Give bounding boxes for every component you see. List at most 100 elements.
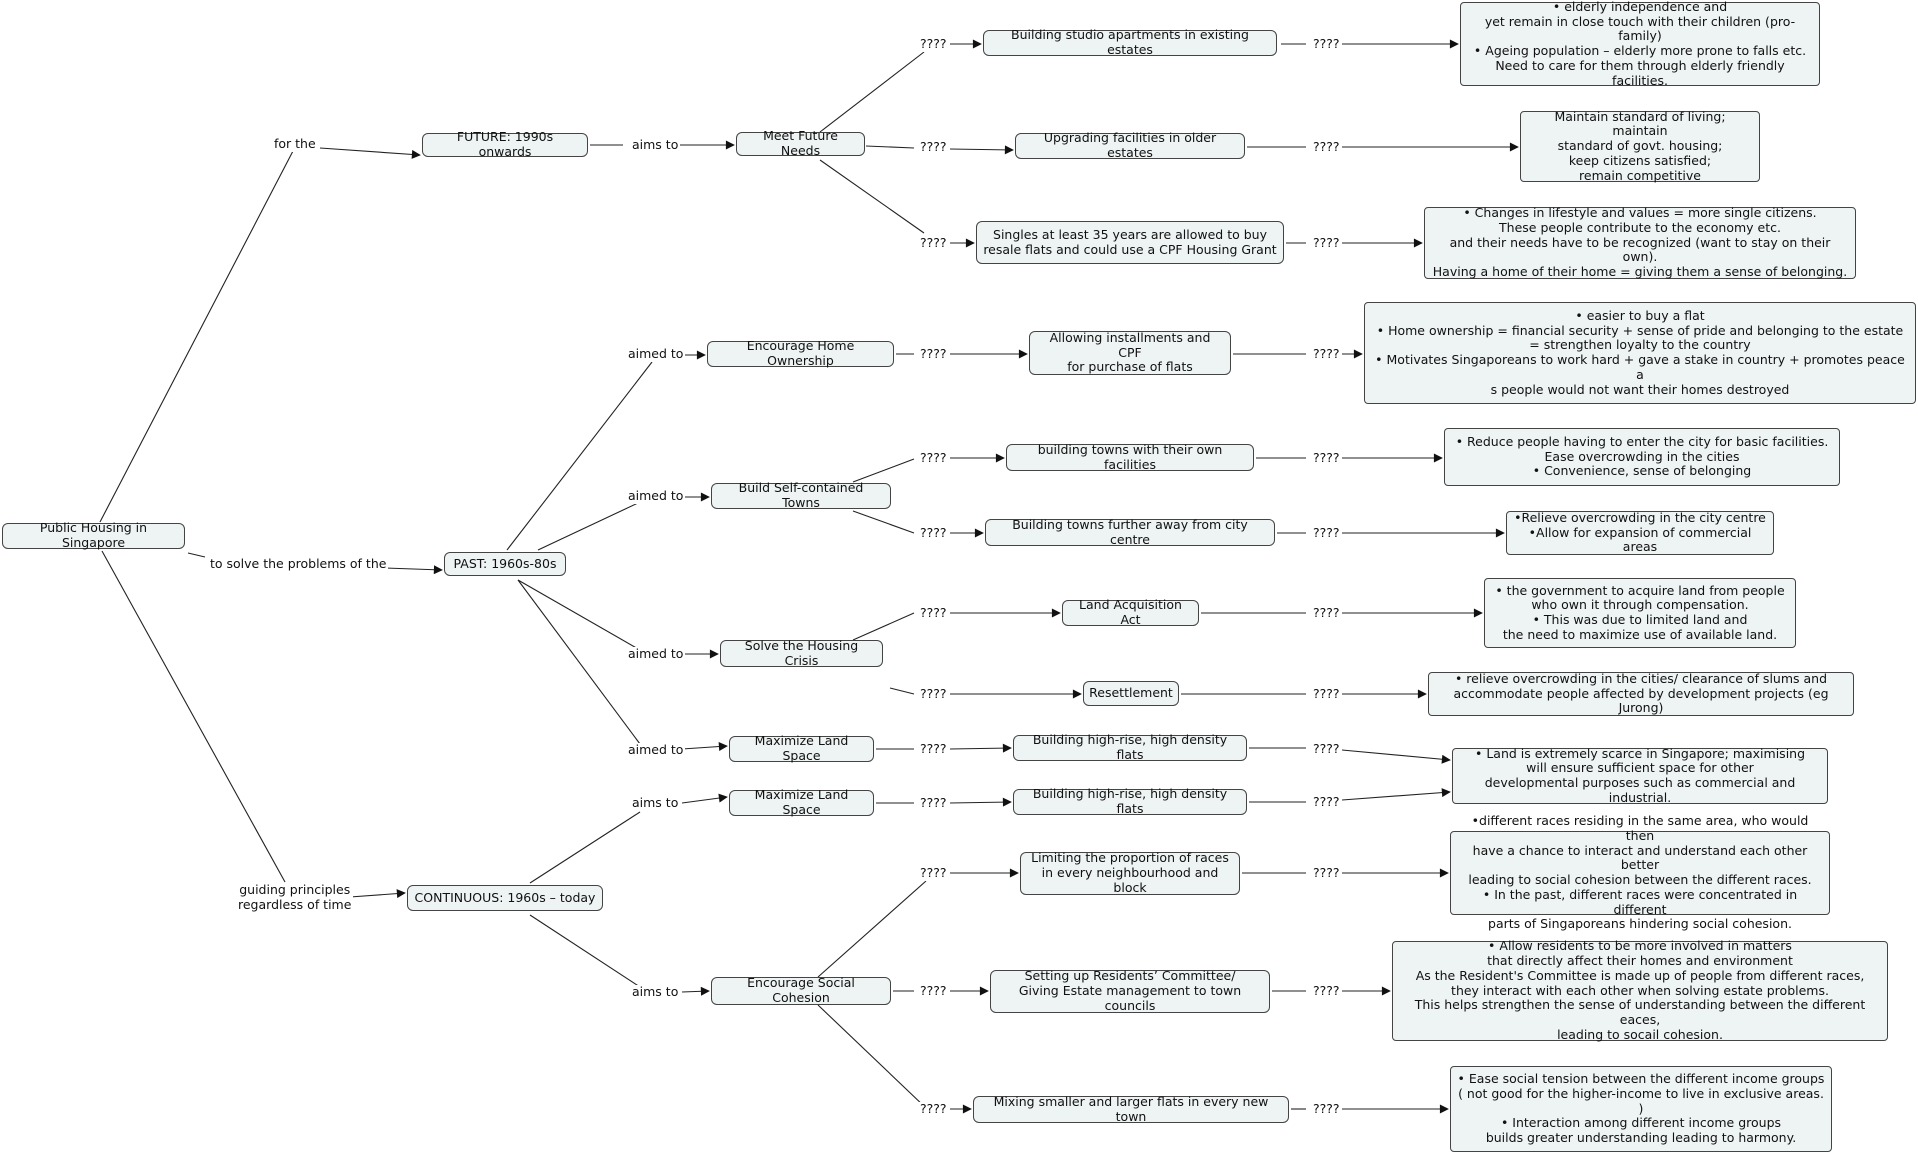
link-label-aimed-to: aimed to bbox=[626, 488, 686, 504]
arrow-connector bbox=[1341, 749, 1451, 764]
node-studio-reason[interactable]: • elderly independence and yet remain in… bbox=[1460, 0, 1820, 87]
link-label-unknown: ???? bbox=[918, 346, 949, 362]
node-residents-committee[interactable]: Setting up Residents’ Committee/ Giving … bbox=[990, 969, 1270, 1013]
node-future[interactable]: FUTURE: 1990s onwards bbox=[422, 129, 588, 159]
link-label-aimed-to: aimed to bbox=[626, 346, 686, 362]
link-label-unknown: ???? bbox=[918, 741, 949, 757]
link-label-unknown: ???? bbox=[1311, 235, 1342, 251]
link-label-unknown: ???? bbox=[1311, 1101, 1342, 1117]
arrow-connector bbox=[349, 889, 406, 899]
line-connector bbox=[537, 502, 639, 551]
node-limiting-races-reason[interactable]: •different races residing in the same ar… bbox=[1450, 813, 1830, 931]
link-label-aims-to: aims to bbox=[630, 795, 681, 811]
line-connector bbox=[517, 579, 641, 745]
node-public-housing[interactable]: Public Housing in Singapore bbox=[2, 520, 185, 550]
link-label-unknown: ???? bbox=[1311, 346, 1342, 362]
arrow-connector bbox=[681, 742, 728, 752]
link-label-unknown: ???? bbox=[918, 1101, 949, 1117]
link-label-unknown: ???? bbox=[918, 450, 949, 466]
node-resettlement[interactable]: Resettlement bbox=[1083, 681, 1179, 706]
arrow-connector bbox=[681, 793, 728, 804]
node-maximize-land-space-continuous[interactable]: Maximize Land Space bbox=[729, 787, 874, 817]
link-label-for-the: for the bbox=[272, 136, 318, 152]
line-connector bbox=[817, 880, 927, 978]
node-continuous[interactable]: CONTINUOUS: 1960s – today bbox=[407, 885, 603, 911]
link-label-to-solve-problems: to solve the problems of the bbox=[208, 556, 389, 572]
link-label-unknown: ???? bbox=[918, 235, 949, 251]
node-encourage-home-ownership[interactable]: Encourage Home Ownership bbox=[707, 338, 894, 368]
node-land-acquisition-reason[interactable]: • the government to acquire land from pe… bbox=[1484, 578, 1796, 648]
link-label-unknown: ???? bbox=[918, 795, 949, 811]
arrow-connector bbox=[949, 797, 1012, 807]
link-label-unknown: ???? bbox=[918, 983, 949, 999]
line-connector bbox=[819, 51, 925, 133]
link-label-unknown: ???? bbox=[918, 36, 949, 52]
arrow-connector bbox=[1341, 788, 1451, 801]
link-label-unknown: ???? bbox=[918, 686, 949, 702]
node-limiting-races[interactable]: Limiting the proportion of races in ever… bbox=[1020, 851, 1240, 895]
link-label-unknown: ???? bbox=[1311, 865, 1342, 881]
link-label-aimed-to: aimed to bbox=[626, 742, 686, 758]
arrow-connector bbox=[384, 565, 443, 575]
node-towns-away-reason[interactable]: •Relieve overcrowding in the city centre… bbox=[1506, 510, 1774, 555]
node-installments-cpf[interactable]: Allowing installments and CPF for purcha… bbox=[1029, 330, 1231, 375]
arrow-connector bbox=[949, 145, 1014, 155]
node-towns-away-city[interactable]: Building towns further away from city ce… bbox=[985, 517, 1275, 546]
node-towns-facilities-reason[interactable]: • Reduce people having to enter the city… bbox=[1444, 428, 1840, 486]
link-label-unknown: ???? bbox=[918, 605, 949, 621]
node-land-acquisition-act[interactable]: Land Acquisition Act bbox=[1062, 597, 1199, 627]
node-mixing-flats[interactable]: Mixing smaller and larger flats in every… bbox=[973, 1094, 1289, 1123]
node-singles-resale[interactable]: Singles at least 35 years are allowed to… bbox=[976, 221, 1284, 264]
line-connector bbox=[817, 1004, 927, 1109]
link-label-unknown: ???? bbox=[1311, 794, 1342, 810]
node-maximize-land-space-past[interactable]: Maximize Land Space bbox=[729, 733, 874, 763]
node-encourage-social-cohesion[interactable]: Encourage Social Cohesion bbox=[711, 975, 891, 1005]
line-connector bbox=[889, 687, 915, 695]
link-label-unknown: ???? bbox=[1311, 983, 1342, 999]
node-past[interactable]: PAST: 1960s-80s bbox=[444, 552, 566, 576]
link-label-unknown: ???? bbox=[918, 865, 949, 881]
link-label-unknown: ???? bbox=[1311, 605, 1342, 621]
node-resettlement-reason[interactable]: • relieve overcrowding in the cities/ cl… bbox=[1428, 671, 1854, 716]
node-high-rise-past[interactable]: Building high-rise, high density flats bbox=[1013, 732, 1247, 762]
link-label-aims-to: aims to bbox=[630, 137, 681, 153]
node-meet-future-needs[interactable]: Meet Future Needs bbox=[736, 128, 865, 158]
line-connector bbox=[852, 458, 915, 483]
node-upgrading-reason[interactable]: Maintain standard of living; maintain st… bbox=[1520, 109, 1760, 183]
line-connector bbox=[99, 150, 294, 523]
node-home-ownership-reason[interactable]: • easier to buy a flat • Home ownership … bbox=[1364, 302, 1916, 404]
node-towns-own-facilities[interactable]: building towns with their own facilities bbox=[1006, 442, 1254, 471]
node-upgrading-facilities[interactable]: Upgrading facilities in older estates bbox=[1015, 130, 1245, 160]
link-label-unknown: ???? bbox=[1311, 525, 1342, 541]
link-label-aimed-to: aimed to bbox=[626, 646, 686, 662]
node-land-scarce-reason[interactable]: • Land is extremely scarce in Singapore;… bbox=[1452, 746, 1828, 805]
line-connector bbox=[101, 550, 286, 883]
line-connector bbox=[819, 159, 925, 234]
node-high-rise-continuous[interactable]: Building high-rise, high density flats bbox=[1013, 786, 1247, 816]
link-label-guiding-principles: guiding principles regardless of time bbox=[236, 882, 354, 913]
node-self-contained-towns[interactable]: Build Self-contained Towns bbox=[711, 480, 891, 510]
link-label-aims-to: aims to bbox=[630, 984, 681, 1000]
node-residents-committee-reason[interactable]: • Allow residents to be more involved in… bbox=[1392, 939, 1888, 1042]
node-solve-housing-crisis[interactable]: Solve the Housing Crisis bbox=[720, 638, 883, 667]
arrow-connector bbox=[949, 743, 1012, 753]
link-label-unknown: ???? bbox=[1311, 450, 1342, 466]
line-connector bbox=[187, 552, 206, 558]
line-connector bbox=[506, 361, 653, 551]
node-singles-reason[interactable]: • Changes in lifestyle and values = more… bbox=[1424, 205, 1856, 279]
arrow-connector bbox=[319, 147, 421, 159]
arrow-connector bbox=[681, 986, 710, 996]
line-connector bbox=[529, 914, 641, 988]
link-label-unknown: ???? bbox=[918, 139, 949, 155]
line-connector bbox=[529, 811, 641, 884]
line-connector bbox=[865, 145, 915, 149]
node-studio-apartments[interactable]: Building studio apartments in existing e… bbox=[983, 27, 1277, 57]
link-label-unknown: ???? bbox=[1311, 139, 1342, 155]
line-connector bbox=[517, 579, 641, 651]
link-label-unknown: ???? bbox=[1311, 36, 1342, 52]
line-connector bbox=[852, 510, 915, 534]
link-label-unknown: ???? bbox=[918, 525, 949, 541]
line-connector bbox=[852, 612, 915, 641]
node-mixing-flats-reason[interactable]: • Ease social tension between the differ… bbox=[1450, 1066, 1832, 1152]
